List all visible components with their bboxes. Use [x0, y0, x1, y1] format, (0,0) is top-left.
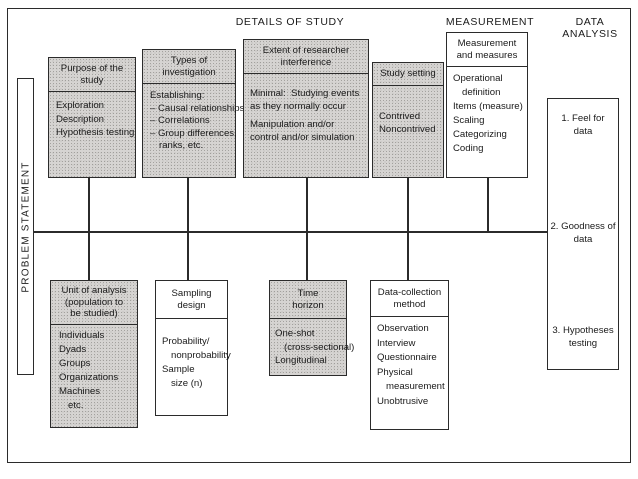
node-study-setting-header: Study setting — [373, 63, 443, 86]
list-item: Establishing: — [150, 90, 205, 101]
list-item: Operational — [453, 73, 503, 84]
list-item: Coding — [453, 143, 484, 154]
list-item: Minimal: Studying events — [250, 88, 360, 99]
node-extent-of-researcher-interference[interactable]: Extent of researcher interference Minima… — [243, 39, 369, 178]
data-analysis-stage-3: 3. Hypotheses testing — [552, 325, 614, 349]
node-measurement-and-measures-header: Measurement and measures — [447, 33, 527, 67]
list-item: Organizations — [59, 371, 119, 383]
connector-measurement — [487, 178, 489, 232]
list-item: Noncontrived — [379, 124, 436, 135]
list-item: Unobtrusive — [377, 395, 429, 407]
node-types-of-investigation-header: Types of investigation — [143, 50, 235, 84]
main-horizontal-connector — [33, 231, 548, 233]
list-item: Manipulation and/or — [250, 119, 335, 131]
list-item: Probability/ — [162, 336, 210, 347]
connector-purpose-of-study — [88, 178, 90, 232]
node-unit-of-analysis-body: Individuals Dyads Groups Organizations M… — [51, 325, 137, 428]
list-item: definition — [462, 87, 501, 98]
list-item: Contrived — [379, 110, 421, 122]
node-purpose-of-study-header: Purpose of the study — [49, 58, 135, 92]
list-item: Exploration — [56, 100, 104, 111]
connector-study-setting — [407, 178, 409, 232]
node-measurement-and-measures-body: Operational definition Items (measure) S… — [447, 67, 527, 177]
connector-extent-of-interference — [306, 178, 308, 232]
list-item: Dyads — [59, 343, 87, 355]
node-data-analysis[interactable]: 1. Feel for data 2. Goodness of data 3. … — [547, 98, 619, 370]
node-time-horizon[interactable]: Time horizon One-shot (cross-sectional) … — [269, 280, 355, 376]
node-types-of-investigation-body: Establishing: – Causal relationships – C… — [143, 84, 245, 177]
list-item: Description — [56, 113, 104, 125]
list-item: as they normally occur — [250, 100, 346, 112]
node-data-analysis-body: 1. Feel for data 2. Goodness of data 3. … — [548, 99, 618, 369]
section-header-details-of-study: DETAILS OF STUDY — [235, 16, 345, 28]
node-data-collection-method-header: Data-collection method — [371, 281, 448, 317]
list-item: measurement — [386, 381, 445, 392]
node-time-horizon-header: Time horizon — [270, 281, 346, 319]
list-item: Groups — [59, 357, 91, 369]
list-item: Observation — [377, 323, 429, 334]
list-item: Sample — [162, 364, 195, 375]
list-item: – Correlations — [150, 115, 210, 127]
node-sampling-design[interactable]: Sampling design Probability/ nonprobabil… — [155, 280, 231, 416]
list-item: Individuals — [59, 329, 105, 341]
node-study-setting-body: Contrived Noncontrived — [373, 86, 443, 178]
data-analysis-stage-1: 1. Feel for data — [561, 113, 605, 137]
node-extent-of-researcher-interference-body: Minimal: Studying events as they normall… — [244, 74, 368, 177]
list-item: Interview — [377, 337, 416, 349]
node-measurement-and-measures[interactable]: Measurement and measures Operational def… — [446, 32, 528, 178]
list-item: – Group differences, — [150, 127, 237, 139]
node-data-collection-method[interactable]: Data-collection method Observation Inter… — [370, 280, 449, 430]
node-purpose-of-study-body: Exploration Description Hypothesis testi… — [49, 92, 135, 177]
list-item: Hypothesis testing — [56, 127, 135, 138]
list-item: Machines — [59, 385, 101, 397]
list-item: Longitudinal — [275, 355, 327, 366]
problem-statement-box: PROBLEM STATEMENT — [17, 78, 34, 375]
list-item: nonprobability — [171, 350, 231, 361]
list-item: ranks, etc. — [159, 140, 204, 152]
connector-data-collection-method — [407, 231, 409, 280]
connector-types-of-investigation — [187, 178, 189, 232]
list-item: Physical — [377, 366, 413, 378]
node-unit-of-analysis[interactable]: Unit of analysis (population to be studi… — [50, 280, 138, 428]
list-item: control and/or simulation — [250, 131, 355, 143]
node-types-of-investigation[interactable]: Types of investigation Establishing: – C… — [142, 49, 245, 178]
problem-statement-label: PROBLEM STATEMENT — [20, 160, 31, 293]
node-purpose-of-study[interactable]: Purpose of the study Exploration Descrip… — [48, 57, 136, 178]
list-item: Questionnaire — [377, 352, 437, 363]
node-sampling-design-body: Probability/ nonprobability Sample size … — [156, 319, 231, 415]
list-item: One-shot — [275, 328, 315, 339]
node-extent-of-researcher-interference-header: Extent of researcher interference — [244, 40, 368, 74]
connector-time-horizon — [306, 231, 308, 280]
node-data-collection-method-body: Observation Interview Questionnaire Phys… — [371, 317, 448, 429]
node-time-horizon-body: One-shot (cross-sectional) Longitudinal — [270, 319, 355, 375]
section-header-data-analysis: DATA ANALYSIS — [562, 16, 618, 40]
connector-sampling-design — [187, 231, 189, 280]
node-unit-of-analysis-header: Unit of analysis (population to be studi… — [51, 281, 137, 325]
list-item: Items (measure) — [453, 101, 523, 112]
section-header-measurement: MEASUREMENT — [445, 16, 535, 28]
list-item: Categorizing — [453, 129, 507, 140]
list-item: Scaling — [453, 115, 485, 126]
list-item: (cross-sectional) — [284, 341, 355, 353]
node-study-setting[interactable]: Study setting Contrived Noncontrived — [372, 62, 444, 178]
node-sampling-design-header: Sampling design — [156, 281, 227, 319]
data-analysis-stage-2: 2. Goodness of data — [550, 221, 616, 245]
list-item: etc. — [68, 399, 84, 411]
connector-unit-of-analysis — [88, 231, 90, 280]
list-item: – Causal relationships — [150, 102, 245, 114]
list-item: size (n) — [171, 378, 203, 389]
